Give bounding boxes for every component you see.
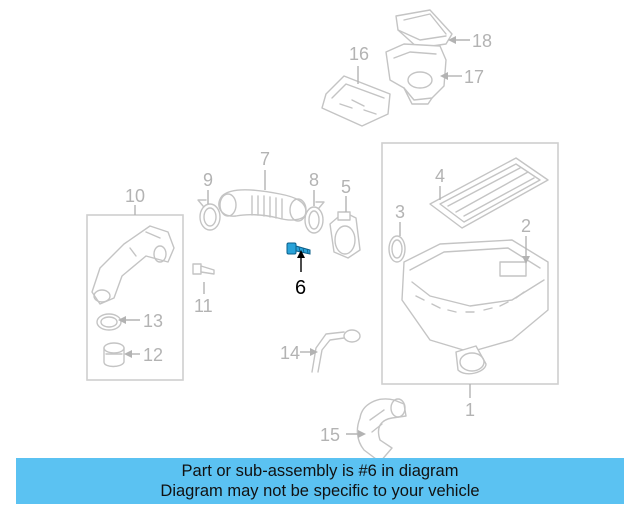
- callout-3: 3: [395, 202, 405, 222]
- callout-10: 10: [125, 186, 145, 206]
- part-5-maf-sensor[interactable]: [329, 196, 361, 259]
- group-box-1: [381, 142, 559, 398]
- callout-17: 17: [464, 67, 484, 87]
- callout-16: 16: [349, 44, 369, 64]
- callout-15: 15: [320, 425, 340, 445]
- part-18-resonator-cover[interactable]: [395, 9, 470, 49]
- banner-line-2: Diagram may not be specific to your vehi…: [160, 482, 480, 500]
- part-17-resonator[interactable]: [385, 43, 462, 105]
- part-3-seal[interactable]: [388, 222, 406, 263]
- callout-13: 13: [143, 311, 163, 331]
- callout-12: 12: [143, 345, 163, 365]
- part-14-pipe[interactable]: [300, 329, 361, 373]
- group-box-10: [86, 205, 184, 381]
- callout-8: 8: [309, 170, 319, 190]
- part-6-bolt[interactable]: [286, 242, 311, 272]
- part-1-air-cleaner-housing[interactable]: [401, 239, 549, 375]
- part-10-intake-duct[interactable]: [91, 225, 175, 305]
- callout-6: 6: [295, 277, 306, 299]
- callout-1: 1: [465, 400, 475, 420]
- info-banner: Part or sub-assembly is #6 in diagram Di…: [16, 458, 624, 504]
- callout-11: 11: [194, 296, 213, 316]
- part-15-lower-duct[interactable]: [346, 398, 407, 463]
- part-13-ring[interactable]: [96, 313, 140, 331]
- part-2-sensor[interactable]: [522, 236, 530, 264]
- part-16-bracket[interactable]: [321, 66, 391, 127]
- leader-arrows: [118, 36, 456, 438]
- part-7-intake-hose[interactable]: [218, 170, 307, 222]
- callout-2: 2: [521, 216, 531, 236]
- callout-9: 9: [203, 170, 213, 190]
- callout-5: 5: [341, 177, 351, 197]
- callout-4: 4: [435, 166, 445, 186]
- part-8-clamp[interactable]: [304, 190, 325, 234]
- callout-18: 18: [472, 31, 492, 51]
- banner-line-1: Part or sub-assembly is #6 in diagram: [181, 462, 459, 480]
- part-12-sleeve[interactable]: [103, 342, 140, 368]
- part-4-air-filter[interactable]: [429, 157, 549, 229]
- part-11-bolt[interactable]: [192, 263, 215, 294]
- callout-14: 14: [280, 343, 300, 363]
- part-9-clamp[interactable]: [197, 190, 221, 231]
- callout-7: 7: [260, 149, 270, 169]
